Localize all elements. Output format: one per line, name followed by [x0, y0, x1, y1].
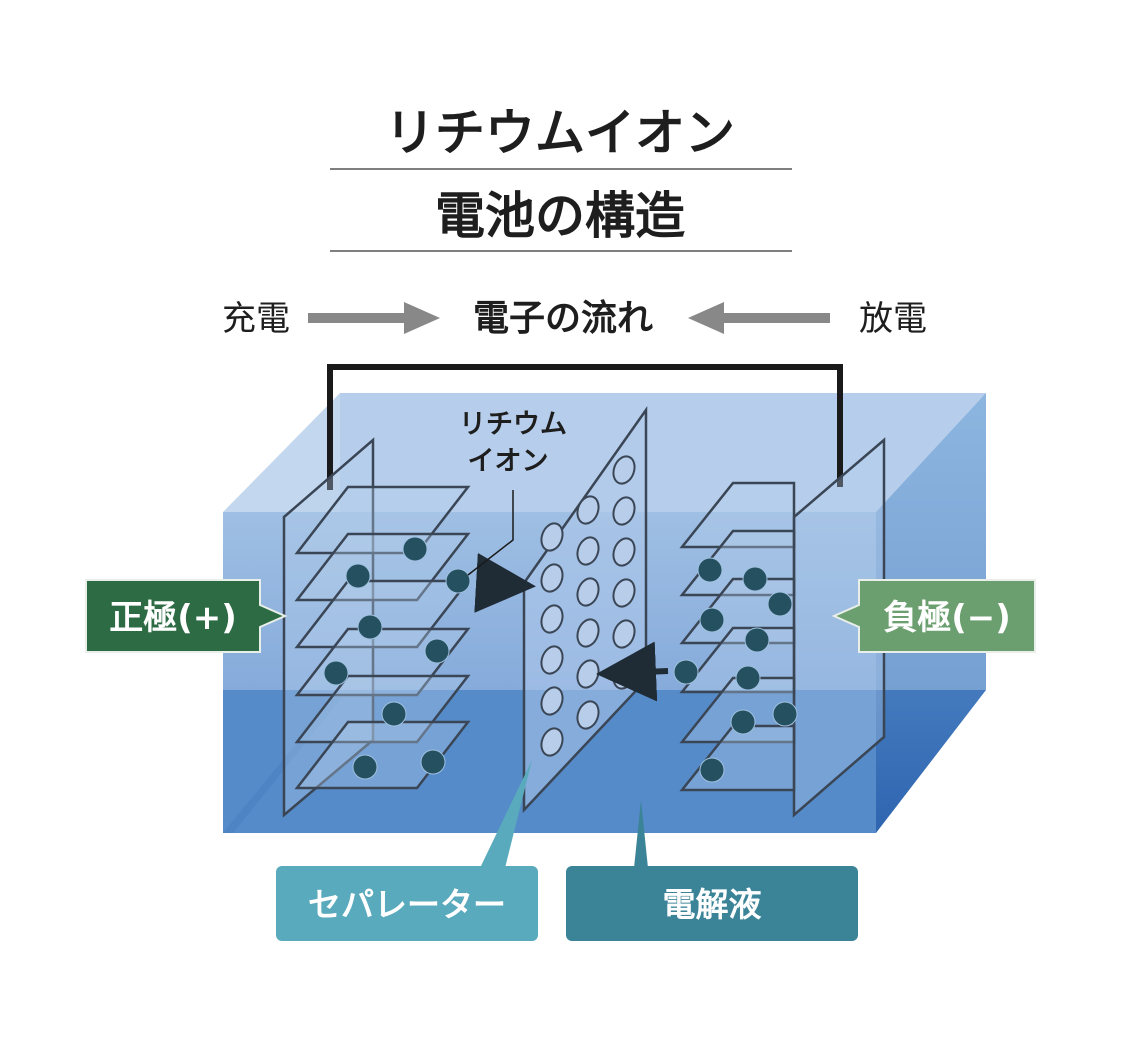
separator — [522, 406, 648, 814]
separator-callout: セパレーター — [276, 760, 538, 941]
external-wire — [327, 364, 843, 490]
negative-electrode-label: 負極(−) — [883, 598, 1011, 638]
separator-pore — [540, 563, 564, 593]
negative-electrode-callout: 負極(−) — [831, 579, 1036, 653]
lithium-ion — [323, 660, 349, 686]
lithium-ion — [767, 591, 793, 617]
lithium-ion — [420, 749, 446, 775]
negative-ions — [673, 557, 798, 783]
lithium-ion — [772, 701, 798, 727]
separator-pore — [576, 577, 600, 607]
ion-arrow-from-negative-icon — [596, 641, 669, 702]
lithium-ion — [744, 627, 770, 653]
separator-pore — [576, 536, 600, 566]
charge-arrow-icon — [308, 302, 440, 334]
separator-pore — [540, 727, 564, 757]
charge-label: 充電 — [222, 299, 290, 339]
ion-arrow-to-separator-icon — [474, 552, 536, 613]
lithium-ion — [735, 665, 761, 691]
lithium-ion — [730, 709, 756, 735]
discharge-label: 放電 — [859, 299, 927, 339]
discharge-arrow-icon — [688, 302, 830, 334]
separator-pore — [576, 618, 600, 648]
electron-flow-label: 電子の流れ — [473, 298, 653, 339]
ion-label-line-1: リチウム — [459, 409, 567, 440]
title-line-2: 電池の構造 — [435, 187, 685, 245]
separator-pore — [576, 700, 600, 730]
separator-pore — [612, 496, 636, 526]
lithium-ion — [742, 566, 768, 592]
lithium-ion — [381, 701, 407, 727]
lithium-ion — [345, 563, 371, 589]
lithium-ion — [699, 607, 725, 633]
lithium-ion — [402, 536, 428, 562]
separator-pore — [612, 578, 636, 608]
title-line-1: リチウムイオン — [385, 104, 735, 162]
separator-pore — [576, 495, 600, 525]
positive-electrode — [282, 437, 471, 818]
separator-pore — [540, 522, 564, 552]
positive-electrode-callout: 正極(+) — [85, 579, 288, 653]
separator-pore — [540, 686, 564, 716]
separator-pore — [612, 537, 636, 567]
lithium-ion — [352, 754, 378, 780]
lithium-ion — [424, 638, 450, 664]
separator-pore — [540, 604, 564, 634]
electrolyte-callout: 電解液 — [566, 800, 858, 941]
lithium-ion — [699, 757, 725, 783]
positive-plate — [294, 674, 471, 744]
lithium-ion — [673, 659, 699, 685]
separator-pore — [540, 645, 564, 675]
ion-leader-line — [467, 490, 514, 576]
positive-electrode-label: 正極(+) — [109, 598, 237, 638]
lithium-ion — [357, 614, 383, 640]
separator-label: セパレーター — [308, 885, 506, 924]
ion-label-line-2: イオン — [468, 446, 549, 477]
positive-plate — [294, 485, 471, 555]
lithium-ion — [445, 568, 471, 594]
separator-pore — [612, 455, 636, 485]
positive-ions — [323, 536, 471, 780]
electrolyte-label: 電解液 — [663, 885, 762, 924]
lithium-ion — [697, 557, 723, 583]
